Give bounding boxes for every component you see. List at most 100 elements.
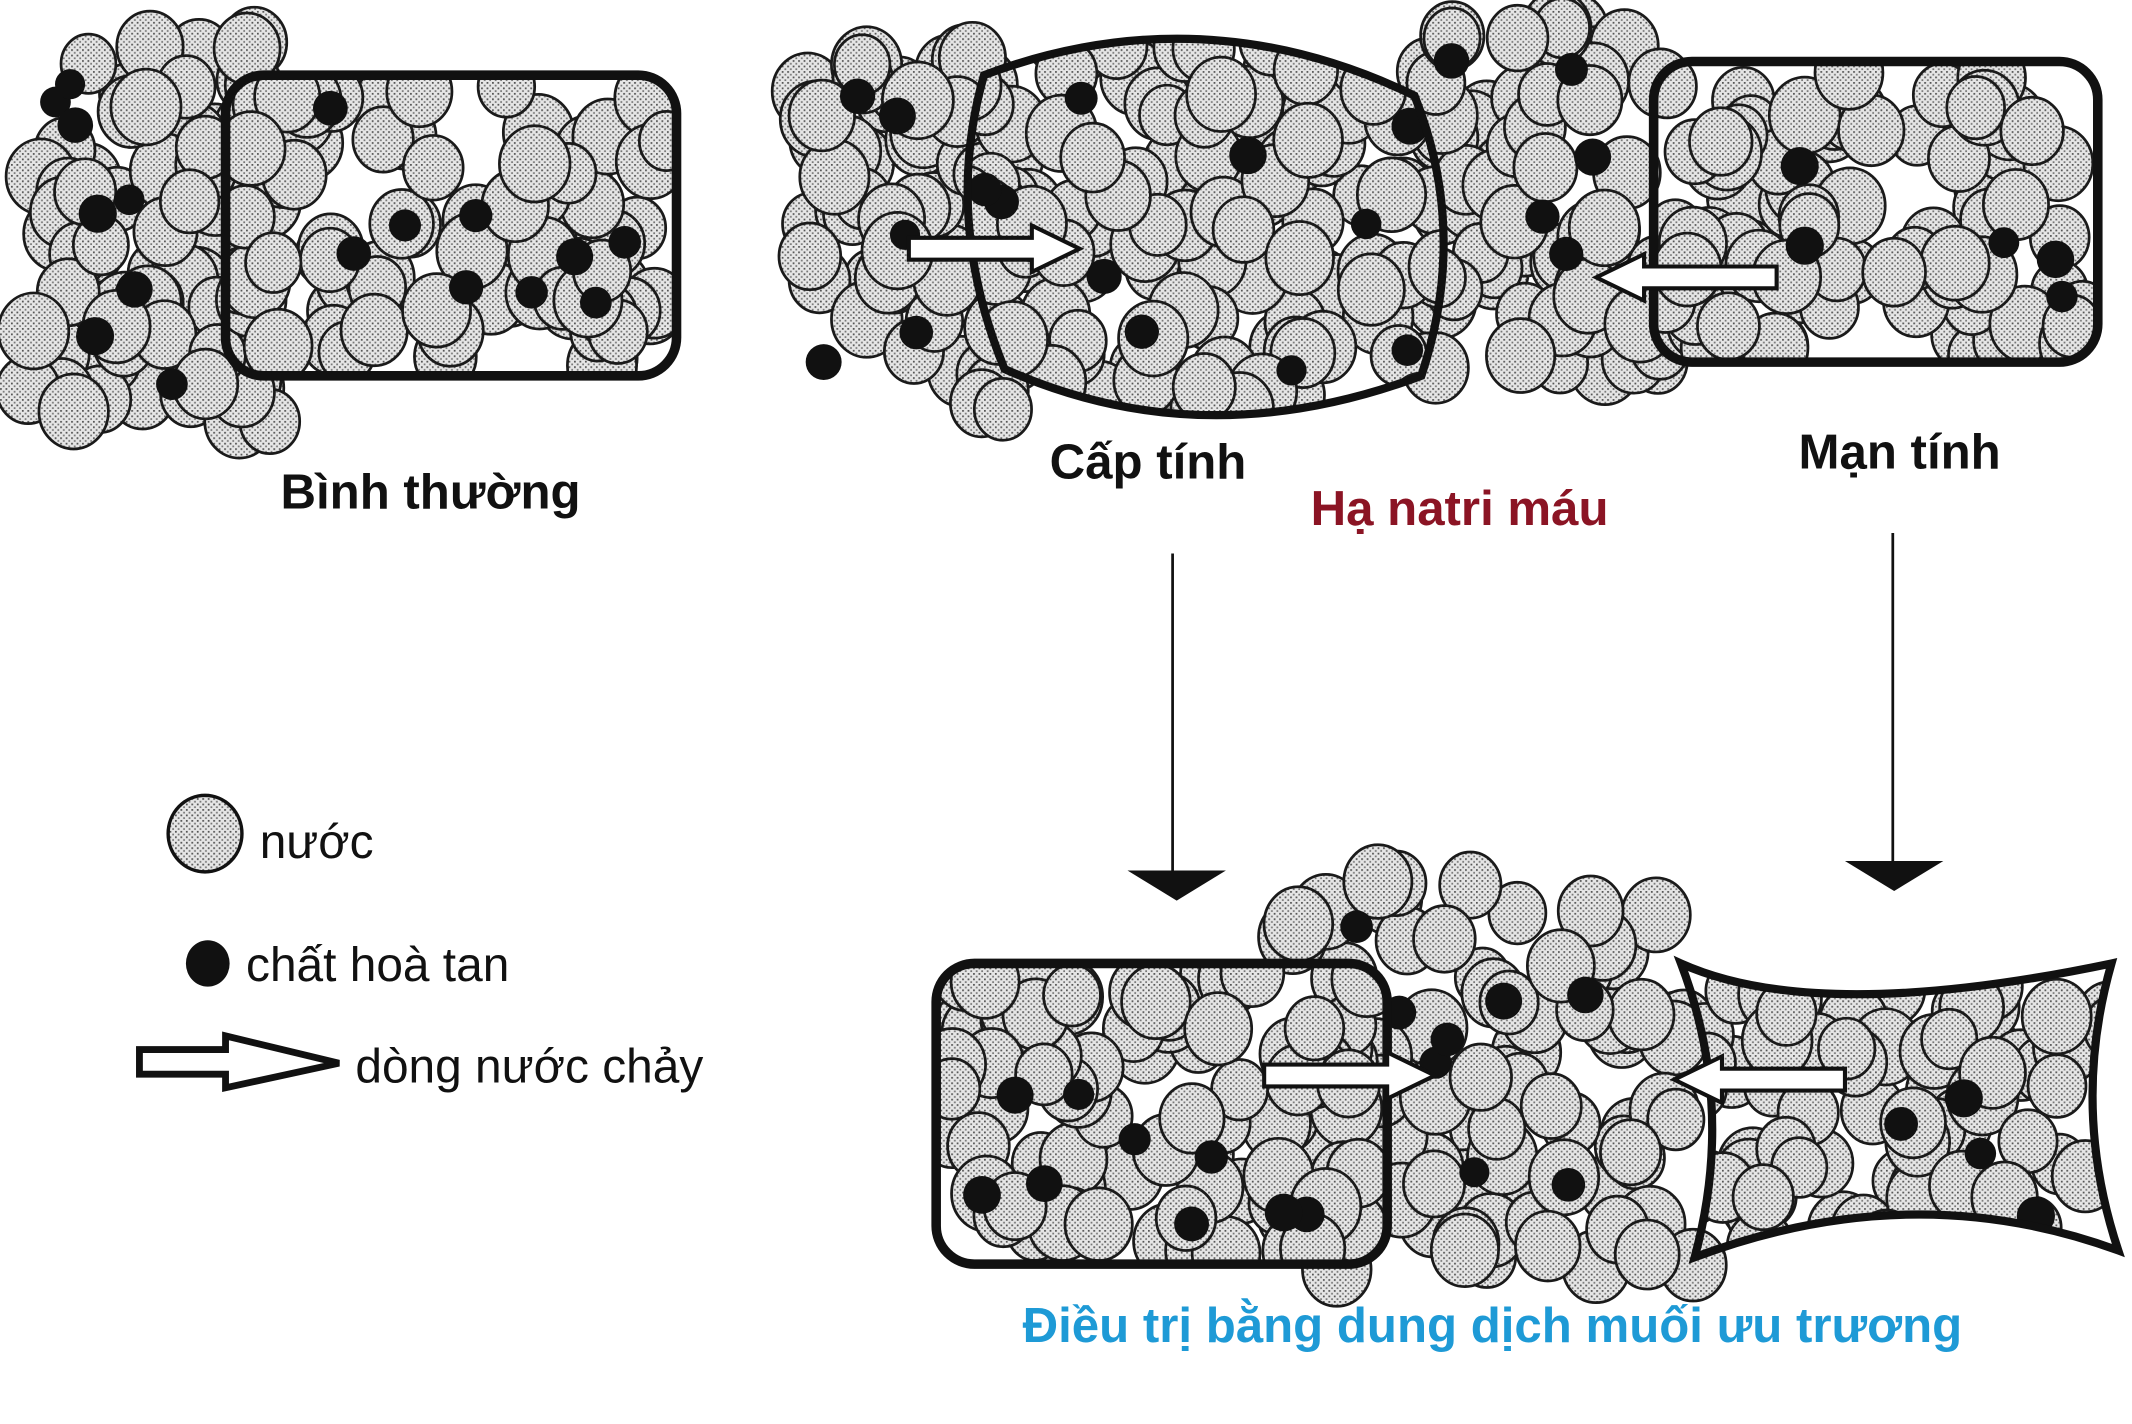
water-molecule	[1696, 291, 1761, 361]
label-acute: Cấp tính	[1050, 434, 1247, 489]
down-arrow-acute	[1127, 553, 1226, 901]
water-molecule	[949, 963, 1021, 1020]
solute-dot	[2036, 240, 2075, 279]
solute-dot	[1549, 236, 1584, 271]
water-molecule	[1448, 1042, 1513, 1112]
label-hyponatremia: Hạ natri máu	[1311, 481, 1609, 536]
water-molecule	[1485, 317, 1557, 394]
solute-dot	[839, 78, 876, 114]
solute-dot	[1118, 1123, 1151, 1156]
water-molecule	[1171, 352, 1237, 416]
solute-dot	[1276, 355, 1307, 386]
solute-dot	[963, 1175, 1001, 1214]
solute-dot	[1229, 136, 1267, 175]
water-molecule	[1599, 1118, 1663, 1187]
water-molecule	[1438, 850, 1503, 920]
water-molecule	[1336, 252, 1406, 327]
label-treatment: Điều trị bằng dung dịch muối ưu trương	[1023, 1297, 1963, 1353]
treated-acute-cell-outline	[931, 958, 1392, 1269]
solute-dot	[1554, 52, 1588, 86]
water-molecule	[1851, 1212, 1925, 1258]
water-molecule	[1183, 991, 1254, 1067]
water-molecule	[1120, 963, 1192, 1041]
water-molecule	[1211, 195, 1276, 264]
extracellular-cluster-bottom	[1244, 843, 1728, 1308]
water-molecule	[1158, 1082, 1226, 1155]
solute-dot	[1064, 81, 1098, 115]
solute-dot	[336, 236, 372, 271]
solute-dot	[449, 270, 484, 305]
solute-dot	[1174, 1206, 1210, 1242]
water-molecule-icon	[166, 793, 244, 874]
water-molecule	[1342, 843, 1414, 920]
water-molecule	[1653, 61, 1698, 120]
solute-dot	[1433, 43, 1470, 79]
water-molecule	[1999, 95, 2065, 167]
cells-layer	[0, 0, 2119, 1308]
solute-dot	[1025, 1165, 1063, 1202]
water-molecule	[1613, 1218, 1681, 1291]
water-molecule	[244, 231, 303, 294]
water-molecule	[385, 75, 454, 129]
solute-dot	[1485, 982, 1523, 1020]
water-molecule	[1519, 1072, 1583, 1140]
solute-dot	[312, 90, 348, 126]
flow-arrow-treat-acute-out	[1262, 1049, 1440, 1103]
solute-dot	[76, 317, 115, 356]
solute-dot	[899, 315, 934, 350]
water-molecule	[242, 307, 314, 376]
extracellular-cluster-middle	[1395, 0, 1694, 406]
water-molecule	[777, 221, 843, 292]
legend: nước chất hoà tan dòng nước chảy	[136, 793, 703, 1093]
solute-dot	[1551, 1168, 1586, 1202]
water-molecule	[1830, 1193, 1897, 1258]
water-molecule	[1063, 1186, 1134, 1262]
water-molecule	[2020, 977, 2093, 1056]
solute-dot	[1391, 334, 1424, 366]
solute-dot	[608, 225, 642, 259]
water-flow-arrow-icon	[136, 1031, 340, 1093]
label-normal: Bình thường	[280, 464, 580, 519]
water-molecule	[37, 372, 110, 451]
flow-arrow-treat-chronic-out	[1669, 1053, 1848, 1107]
acute-swollen-cell-outline	[963, 34, 1448, 420]
water-molecule	[1919, 224, 1991, 302]
water-molecule	[1813, 61, 1885, 111]
solute-dot	[156, 368, 188, 401]
normal-cell-contents	[225, 75, 677, 376]
water-molecule	[637, 109, 677, 172]
treated-chronic-shrunken-cell-outline	[1673, 955, 2125, 1264]
water-molecule	[351, 105, 415, 174]
legend-water: nước	[260, 816, 374, 869]
water-molecule	[798, 138, 871, 216]
water-molecule	[1731, 1163, 1795, 1232]
solute-dot	[1063, 1078, 1095, 1110]
water-molecule	[498, 124, 572, 204]
water-molecule	[1512, 132, 1579, 203]
flow-arrow-acute-in	[906, 222, 1085, 276]
water-molecule	[1042, 963, 1102, 1028]
down-arrow-chronic	[1844, 532, 1944, 892]
water-molecule	[2026, 1053, 2088, 1119]
solute-dot	[1124, 314, 1160, 349]
water-molecule	[1556, 874, 1625, 948]
water-molecule	[1219, 963, 1286, 1008]
water-molecule	[1688, 106, 1754, 177]
water-molecule	[158, 168, 221, 235]
water-molecule	[109, 67, 183, 147]
solute-dot	[57, 107, 94, 143]
flow-arrow-chronic-out	[1591, 250, 1779, 304]
water-molecule	[1945, 75, 2006, 141]
legend-solute: chất hoà tan	[246, 939, 509, 992]
water-molecule	[401, 134, 465, 202]
water-molecule	[1272, 101, 1344, 179]
water-molecule	[1485, 3, 1550, 73]
water-molecule	[1185, 55, 1257, 133]
water-molecule	[0, 291, 71, 371]
extracellular-cluster-acute-left	[770, 20, 1049, 442]
water-molecule	[787, 78, 856, 153]
water-molecule	[1412, 904, 1477, 974]
water-molecule	[1262, 885, 1335, 963]
solute-dot	[1884, 1107, 1919, 1141]
